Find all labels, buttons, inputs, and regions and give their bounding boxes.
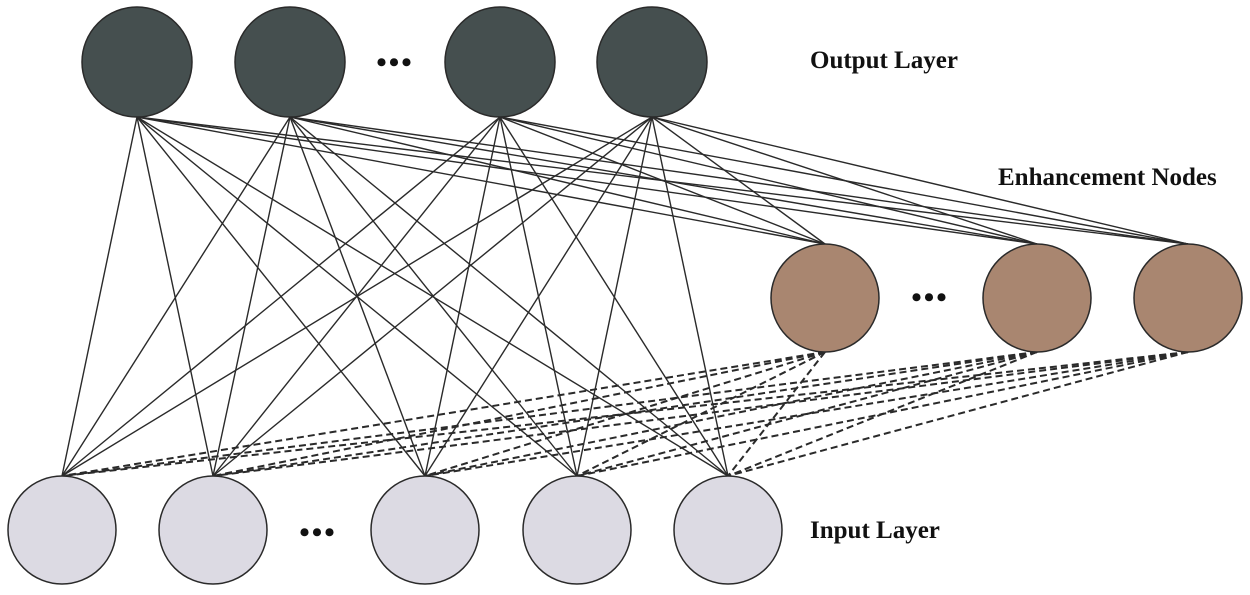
enhancement-node-0 (770, 243, 880, 353)
edge-output-0-enhancement-0 (136, 116, 826, 245)
input-layer-label: Input Layer (810, 517, 940, 544)
edge-output-2-input-2 (424, 116, 501, 477)
edge-output-0-enhancement-1 (136, 116, 1038, 245)
edge-enhancement-1-input-3 (576, 351, 1038, 477)
edge-enhancement-2-input-2 (424, 351, 1189, 477)
edge-output-2-enhancement-1 (499, 116, 1038, 245)
input-layer-ellipsis: ••• (299, 516, 337, 549)
enhancement-layer-nodes (770, 243, 1243, 353)
output-node-1 (234, 6, 346, 118)
edge-enhancement-1-input-1 (212, 351, 1038, 477)
output-node-3 (596, 6, 708, 118)
edge-enhancement-2-input-1 (212, 351, 1189, 477)
edge-output-3-input-0 (61, 116, 653, 477)
edge-output-1-input-4 (289, 116, 729, 477)
enhancement-layer-ellipsis: ••• (911, 281, 949, 314)
dashed-connections (61, 351, 1189, 477)
input-node-4 (673, 475, 783, 585)
edge-output-3-input-1 (212, 116, 653, 477)
output-layer-label: Output Layer (810, 47, 958, 74)
edge-enhancement-2-input-0 (61, 351, 1189, 477)
enhancement-node-2 (1133, 243, 1243, 353)
edge-output-1-input-0 (61, 116, 291, 477)
edge-output-1-enhancement-0 (289, 116, 826, 245)
edge-enhancement-2-input-4 (727, 351, 1189, 477)
enhancement-node-1 (982, 243, 1092, 353)
edge-output-3-input-2 (424, 116, 653, 477)
edge-output-3-enhancement-0 (651, 116, 826, 245)
edge-enhancement-1-input-2 (424, 351, 1038, 477)
solid-connections (61, 116, 1189, 477)
input-node-0 (7, 475, 117, 585)
edge-output-3-enhancement-2 (651, 116, 1189, 245)
output-node-2 (444, 6, 556, 118)
edge-enhancement-1-input-0 (61, 351, 1038, 477)
edge-output-2-input-0 (61, 116, 501, 477)
edge-output-3-enhancement-1 (651, 116, 1038, 245)
input-node-1 (158, 475, 268, 585)
edge-output-0-input-0 (61, 116, 138, 477)
input-node-3 (522, 475, 632, 585)
edge-enhancement-0-input-1 (212, 351, 826, 477)
output-layer-ellipsis: ••• (376, 46, 414, 79)
input-layer-nodes (7, 475, 783, 585)
output-node-0 (81, 6, 193, 118)
edge-output-3-input-4 (651, 116, 729, 477)
edge-output-0-input-1 (136, 116, 214, 477)
enhancement-nodes-label: Enhancement Nodes (998, 164, 1217, 191)
edge-enhancement-0-input-0 (61, 351, 826, 477)
edge-output-3-input-3 (576, 116, 653, 477)
edge-enhancement-0-input-4 (727, 351, 826, 477)
input-node-2 (370, 475, 480, 585)
output-layer-nodes (81, 6, 708, 118)
edge-enhancement-2-input-3 (576, 351, 1189, 477)
edge-output-1-input-1 (212, 116, 291, 477)
edge-output-2-enhancement-0 (499, 116, 826, 245)
